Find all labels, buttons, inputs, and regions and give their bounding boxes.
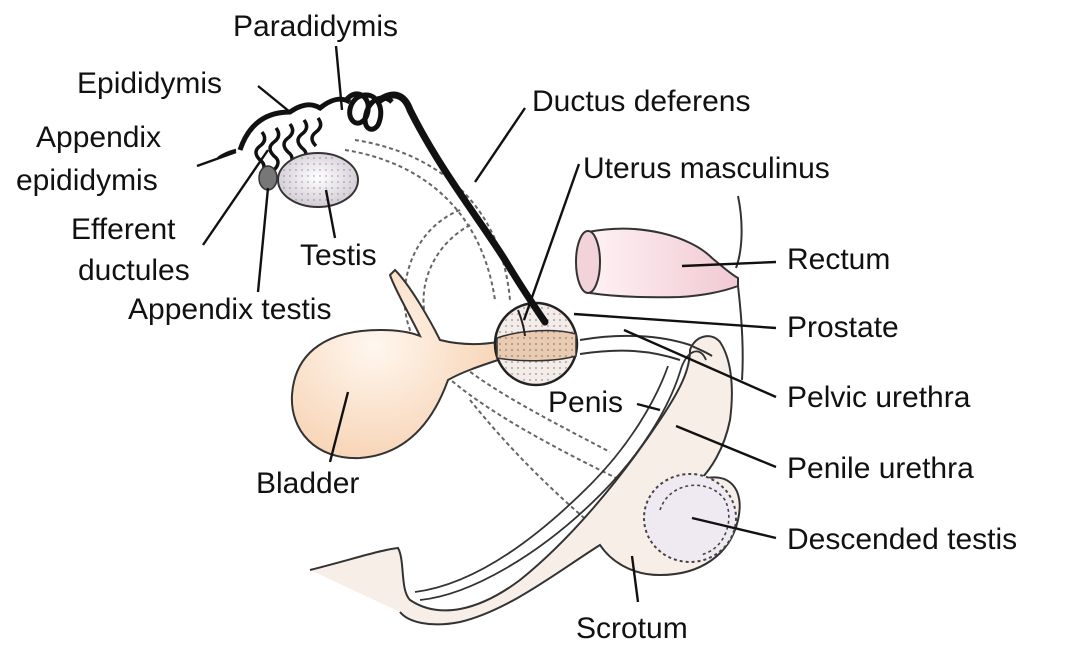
label-ductus-deferens: Ductus deferens [532,85,750,119]
label-scrotum: Scrotum [576,612,688,646]
label-appendix-testis: Appendix testis [128,293,331,327]
appendix-testis [259,166,277,190]
descended-testis [644,474,736,562]
label-bladder: Bladder [256,467,359,501]
label-testis: Testis [300,239,377,273]
leader-efferent-ductules [203,150,268,245]
testis [278,153,358,207]
leader-prostate [574,314,776,328]
label-prostate: Prostate [787,311,899,345]
label-uterus-masculinus: Uterus masculinus [583,152,830,186]
label-appendix-epididymis-line1: Appendix [36,121,161,155]
label-efferent-ductules-line2: ductules [78,254,190,288]
leader-appendix-epididymis [197,152,236,166]
label-penile-urethra: Penile urethra [787,452,974,486]
label-descended-testis: Descended testis [787,523,1017,557]
label-paradidymis: Paradidymis [233,10,398,44]
label-pelvic-urethra: Pelvic urethra [787,381,970,415]
label-penis: Penis [548,386,623,420]
leader-epididymis [258,86,290,112]
label-rectum: Rectum [787,243,890,277]
label-epididymis: Epididymis [77,67,222,101]
label-efferent-ductules-line1: Efferent [71,213,176,247]
leader-appendix-testis [258,188,268,292]
leader-ductus-deferens [475,108,525,182]
leader-uterus-masculinus [524,164,579,320]
prostate [495,303,577,385]
label-appendix-epididymis-line2: epididymis [16,164,158,198]
